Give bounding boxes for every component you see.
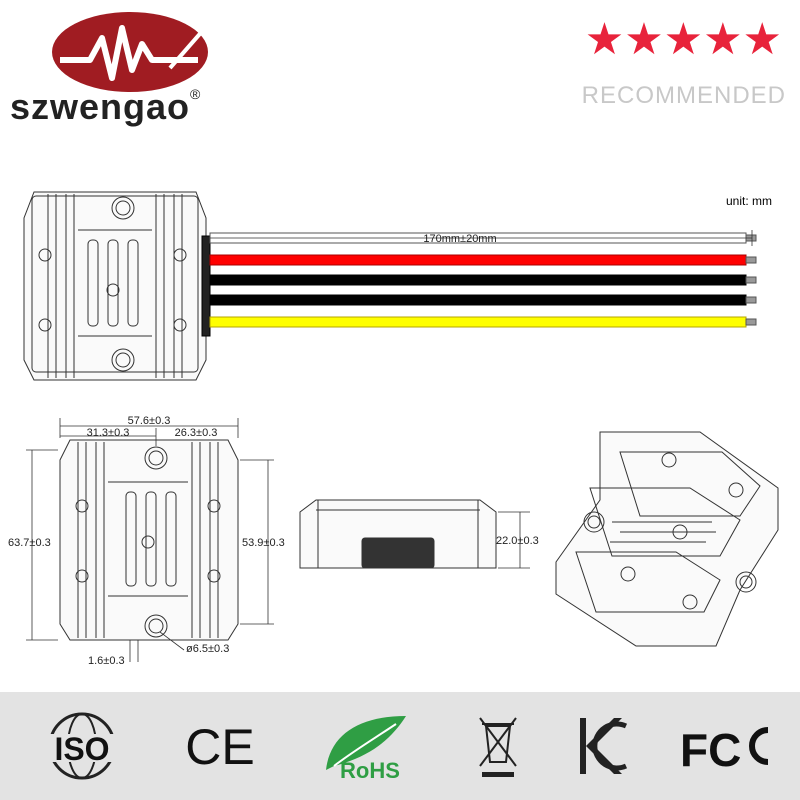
front-view-module bbox=[26, 418, 274, 662]
brand-logo bbox=[20, 8, 260, 158]
wire-tip-3 bbox=[745, 276, 757, 284]
star-icon: ★ bbox=[624, 15, 664, 64]
brand-emblem-icon bbox=[52, 12, 208, 92]
top-view-module bbox=[23, 191, 207, 381]
rating-stars: ★★★★★ bbox=[585, 18, 782, 62]
wire-tip-2 bbox=[745, 256, 757, 264]
total-height-label: 63.7±0.3 bbox=[8, 537, 51, 549]
svg-text:FC: FC bbox=[680, 724, 741, 776]
star-icon: ★ bbox=[663, 15, 704, 64]
wire-tip-4 bbox=[745, 296, 757, 304]
wire-5 bbox=[209, 316, 747, 328]
header: szwengao® ★★★★★ RECOMMENDED bbox=[0, 0, 800, 170]
technical-drawing: 170mm±20mm 57.6±0 bbox=[8, 191, 779, 667]
side-view-module bbox=[299, 499, 530, 569]
svg-text:CE: CE bbox=[185, 719, 254, 775]
ce-logo: CE bbox=[175, 704, 265, 784]
wire-tip-5 bbox=[745, 318, 757, 326]
star-icon: ★ bbox=[703, 15, 743, 64]
fcc-logo: FC bbox=[676, 704, 776, 784]
inner-height-label: 53.9±0.3 bbox=[242, 537, 285, 549]
star-icon: ★ bbox=[584, 15, 625, 64]
side-height-label: 22.0±0.3 bbox=[496, 535, 539, 547]
iso-logo: ISO bbox=[32, 704, 132, 784]
svg-text:RoHS: RoHS bbox=[340, 758, 400, 783]
total-width-label: 57.6±0.3 bbox=[128, 415, 171, 427]
wire-bundle bbox=[209, 232, 757, 328]
star-icon: ★ bbox=[742, 15, 782, 64]
wire-2 bbox=[209, 254, 747, 266]
svg-text:ISO: ISO bbox=[54, 731, 109, 767]
brand-name: szwengao® bbox=[10, 86, 202, 127]
certification-bar bbox=[0, 692, 800, 800]
wire-4 bbox=[209, 294, 747, 306]
edge-gap-label: 1.6±0.3 bbox=[88, 655, 125, 667]
rohs-logo: RoHS bbox=[312, 704, 432, 784]
unit-note: unit: mm bbox=[725, 194, 772, 208]
hole-diameter-label: ø6.5±0.3 bbox=[186, 643, 229, 655]
weee-logo bbox=[468, 704, 528, 784]
recommended-label: RECOMMENDED bbox=[581, 82, 786, 109]
right-offset-label: 26.3±0.3 bbox=[175, 427, 218, 439]
kc-logo bbox=[574, 704, 634, 784]
isometric-view-module bbox=[555, 431, 779, 647]
left-offset-label: 31.3±0.3 bbox=[87, 427, 130, 439]
wire-3 bbox=[209, 274, 747, 286]
cable-length-label: 170mm±20mm bbox=[423, 233, 496, 245]
